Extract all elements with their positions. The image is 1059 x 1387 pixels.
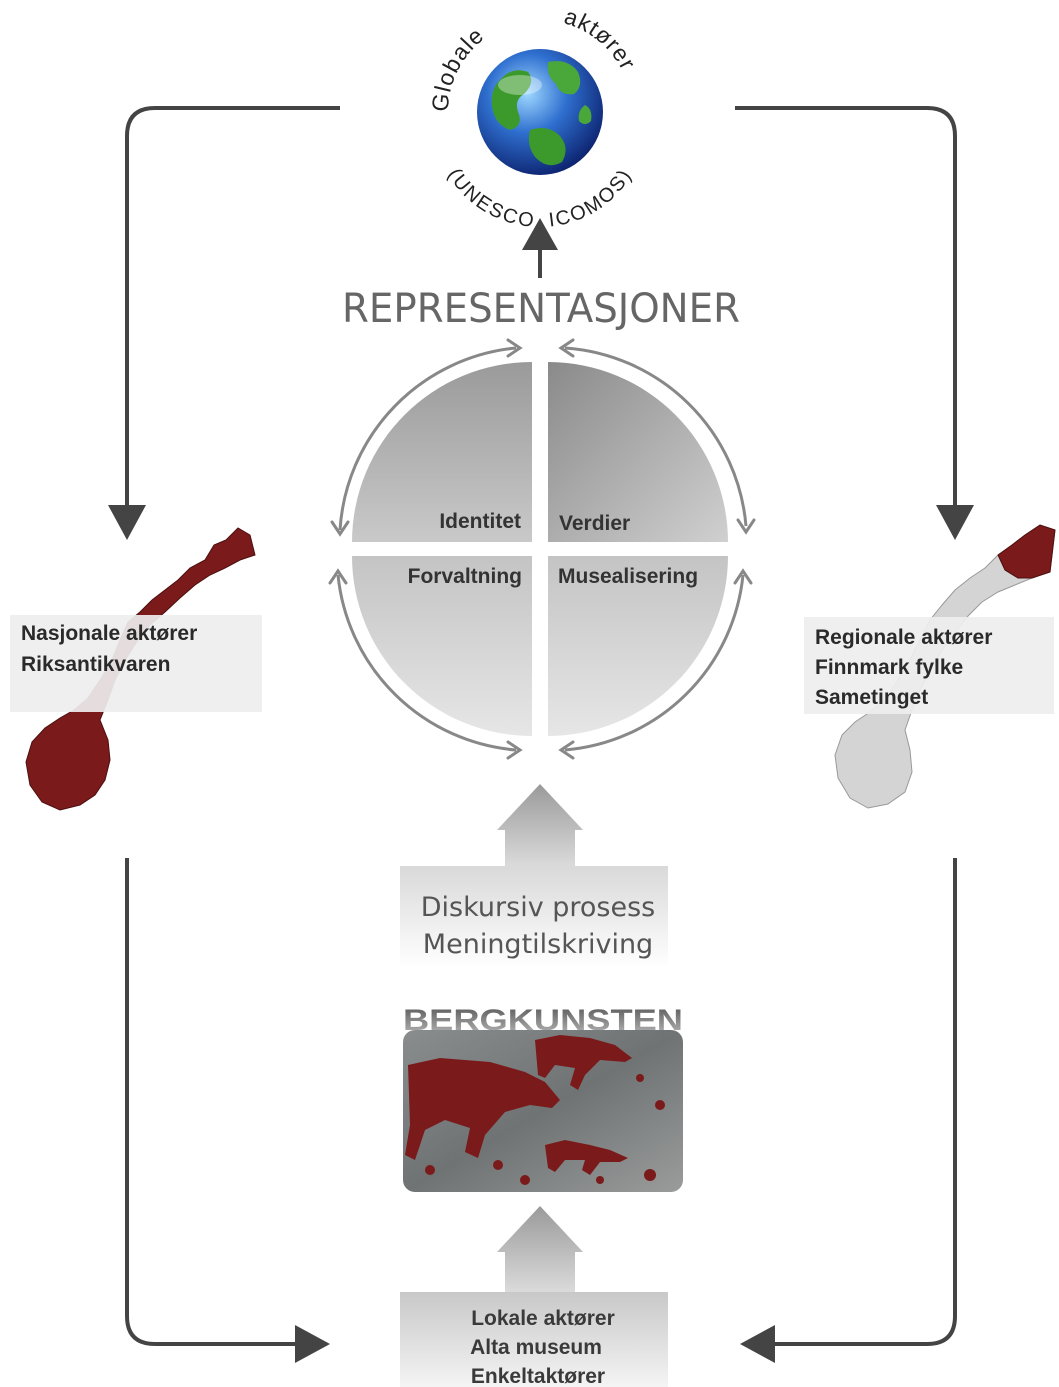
quadrant-circle (352, 362, 728, 736)
process-line-1: Diskursiv prosess (421, 892, 655, 923)
up-arrow-to-global (522, 218, 558, 278)
local-arrow (400, 1206, 668, 1387)
bottom-left-connector (125, 858, 330, 1363)
quadrant-label-forvaltning: Forvaltning (408, 565, 522, 588)
national-line-2: Riksantikvaren (21, 653, 170, 676)
national-line-1: Nasjonale aktører (21, 622, 197, 645)
bottom-right-connector (740, 858, 957, 1363)
regional-line-2: Finnmark fylke (815, 656, 963, 679)
quadrant-label-identitet: Identitet (439, 510, 521, 533)
national-box (10, 615, 262, 712)
quadrant-label-musealisering: Musealisering (558, 565, 698, 588)
regional-box (804, 617, 1054, 714)
top-left-connector (108, 106, 340, 540)
rock-carving-image (403, 1030, 683, 1192)
cycle-arrows (336, 346, 748, 752)
quadrant-bottom-right (548, 556, 728, 736)
regional-line-1: Regionale aktører (815, 626, 992, 649)
regional-line-3: Sametinget (815, 686, 928, 709)
local-line-1: Lokale aktører (471, 1307, 615, 1330)
quadrant-bottom-left (352, 556, 532, 736)
process-arrow (400, 784, 668, 968)
local-line-2: Alta museum (470, 1336, 602, 1359)
quadrant-top-right (548, 362, 728, 542)
norway-map-icon (25, 527, 256, 811)
local-line-3: Enkeltaktører (471, 1365, 605, 1387)
quadrant-label-verdier: Verdier (559, 512, 630, 535)
globe-icon (477, 49, 603, 175)
process-box (400, 866, 668, 968)
main-title: REPRESENTASJONER (342, 286, 740, 332)
process-line-2: Meningtilskriving (423, 929, 653, 960)
quadrant-top-left (352, 362, 532, 542)
cycle-arrowheads (328, 338, 756, 760)
top-right-connector (735, 106, 974, 540)
local-box (400, 1292, 668, 1387)
